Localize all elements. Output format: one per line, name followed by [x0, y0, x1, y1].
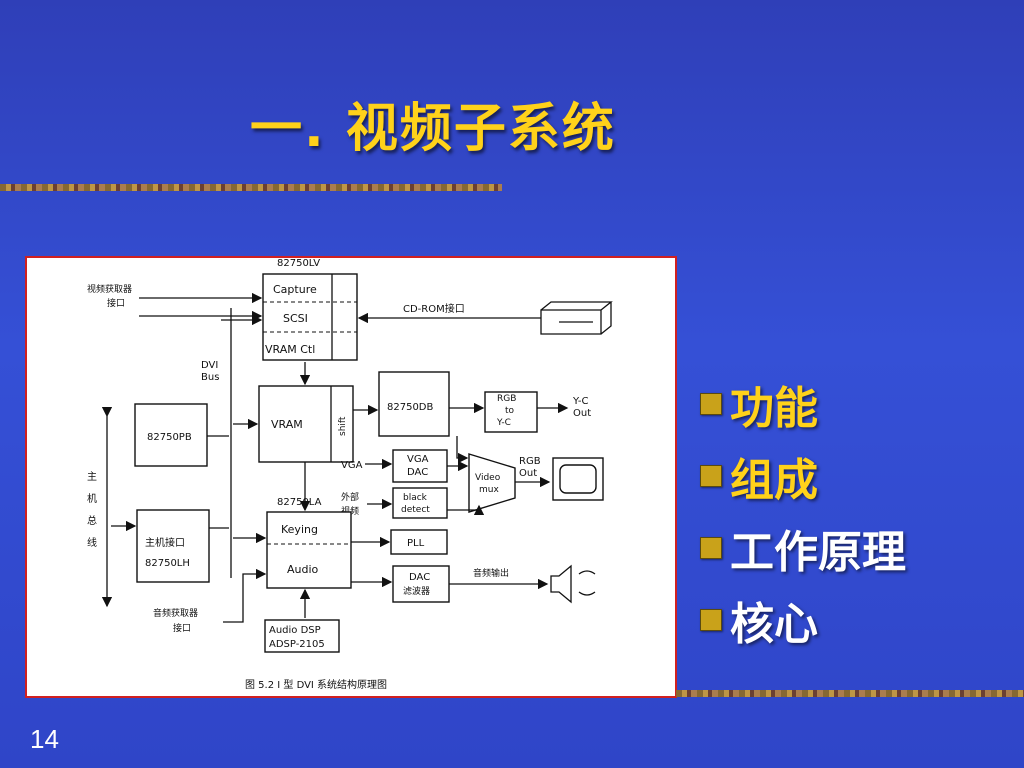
label-video-capture-if: 接口: [107, 297, 125, 309]
bullet-item-function: 功能: [700, 368, 906, 440]
label-rgb: RGB: [497, 394, 516, 404]
label-82750lv: 82750LV: [277, 258, 320, 269]
label-audio-capture-if: 接口: [173, 622, 191, 634]
label-82750db: 82750DB: [387, 402, 434, 413]
label-video-mux-1: Video: [475, 473, 501, 483]
label-audio: Audio: [287, 563, 319, 576]
block-pll: [390, 529, 448, 555]
label-audio-capture: 音频获取器: [153, 607, 198, 619]
label-yc-out: Y-C: [572, 396, 589, 407]
bullet-text: 功能: [730, 383, 818, 434]
bottom-divider: [676, 690, 1024, 697]
label-filter: 滤波器: [403, 585, 430, 597]
label-audio-out: 音频输出: [473, 567, 509, 579]
label-external-video-1: 外部: [341, 491, 359, 503]
label-host-bus-2: 机: [87, 492, 97, 505]
label-scsi: SCSI: [283, 312, 308, 325]
label-vram: VRAM: [271, 418, 303, 431]
label-black-detect-2: detect: [401, 505, 430, 515]
bullet-list: 功能 组成 工作原理 核心: [700, 368, 906, 656]
label-keying: Keying: [281, 523, 318, 536]
block-82750la: [266, 511, 352, 589]
block-rgb-to-yc: [484, 391, 538, 433]
block-82750db: [378, 371, 450, 437]
label-vga: VGA: [341, 460, 363, 471]
label-video-mux-2: mux: [479, 485, 499, 495]
label-to: to: [505, 406, 515, 416]
square-bullet-icon: [700, 465, 722, 487]
label-yc-out-2: Out: [573, 408, 591, 419]
label-host-bus-3: 总: [87, 514, 97, 527]
label-82750pb: 82750PB: [147, 432, 192, 443]
label-pll: PLL: [407, 538, 425, 549]
label-host-bus-4: 线: [87, 536, 97, 549]
block-82750lv: [262, 273, 358, 361]
slide-title: 一. 视频子系统: [250, 99, 616, 159]
label-82750la: 82750LA: [277, 497, 322, 508]
label-dac: DAC: [409, 572, 430, 583]
label-vga-dac-2: DAC: [407, 467, 428, 478]
bullet-item-composition: 组成: [700, 440, 906, 512]
block-dac-filter: [392, 565, 450, 603]
square-bullet-icon: [700, 609, 722, 631]
label-rgb-out-2: Out: [519, 468, 537, 479]
label-host-bus-1: 主: [87, 471, 97, 483]
bullet-text: 核心: [730, 599, 818, 650]
label-rgb-out-1: RGB: [519, 456, 541, 467]
label-host-if: 主机接口: [145, 536, 185, 549]
label-shift: shift: [338, 416, 348, 436]
label-vga-dac-1: VGA: [407, 454, 429, 465]
title-divider: [0, 184, 502, 191]
label-capture: Capture: [273, 283, 317, 296]
label-vram-ctl: VRAM Ctl: [265, 343, 315, 356]
bullet-item-principle: 工作原理: [700, 512, 906, 584]
label-82750lh: 82750LH: [145, 558, 190, 569]
diagram-canvas: 82750LV Capture SCSI VRAM Ctl 视频获取器 接口 C…: [87, 258, 613, 691]
label-yc: Y-C: [496, 418, 511, 428]
square-bullet-icon: [700, 537, 722, 559]
bullet-text: 组成: [730, 455, 818, 506]
bullet-text: 工作原理: [730, 527, 906, 578]
page-number: 14: [30, 724, 59, 754]
bullet-item-core: 核心: [700, 584, 906, 656]
diagram-caption: 图 5.2 Ⅰ 型 DVI 系统结构原理图: [245, 678, 387, 691]
square-bullet-icon: [700, 393, 722, 415]
label-dvi: DVI: [201, 360, 218, 371]
label-bus: Bus: [201, 372, 219, 383]
speaker-icon: [550, 564, 572, 604]
label-audio-dsp-1: Audio DSP: [269, 625, 321, 636]
label-video-capture: 视频获取器: [87, 283, 132, 295]
block-82750lh: [136, 509, 210, 583]
label-cdrom: CD-ROM接口: [403, 302, 465, 315]
block-82750pb: [134, 403, 208, 467]
block-vram: [258, 385, 354, 463]
label-audio-dsp-2: ADSP-2105: [269, 639, 325, 650]
label-black-detect-1: black: [403, 493, 428, 503]
cdrom-drive-icon: [540, 301, 613, 335]
block-video-mux: [468, 453, 516, 513]
dvi-block-diagram: 82750LV Capture SCSI VRAM Ctl 视频获取器 接口 C…: [25, 256, 677, 698]
block-black-detect: [392, 487, 448, 519]
block-audio-dsp: [264, 619, 340, 653]
block-vga-dac: [392, 449, 448, 483]
